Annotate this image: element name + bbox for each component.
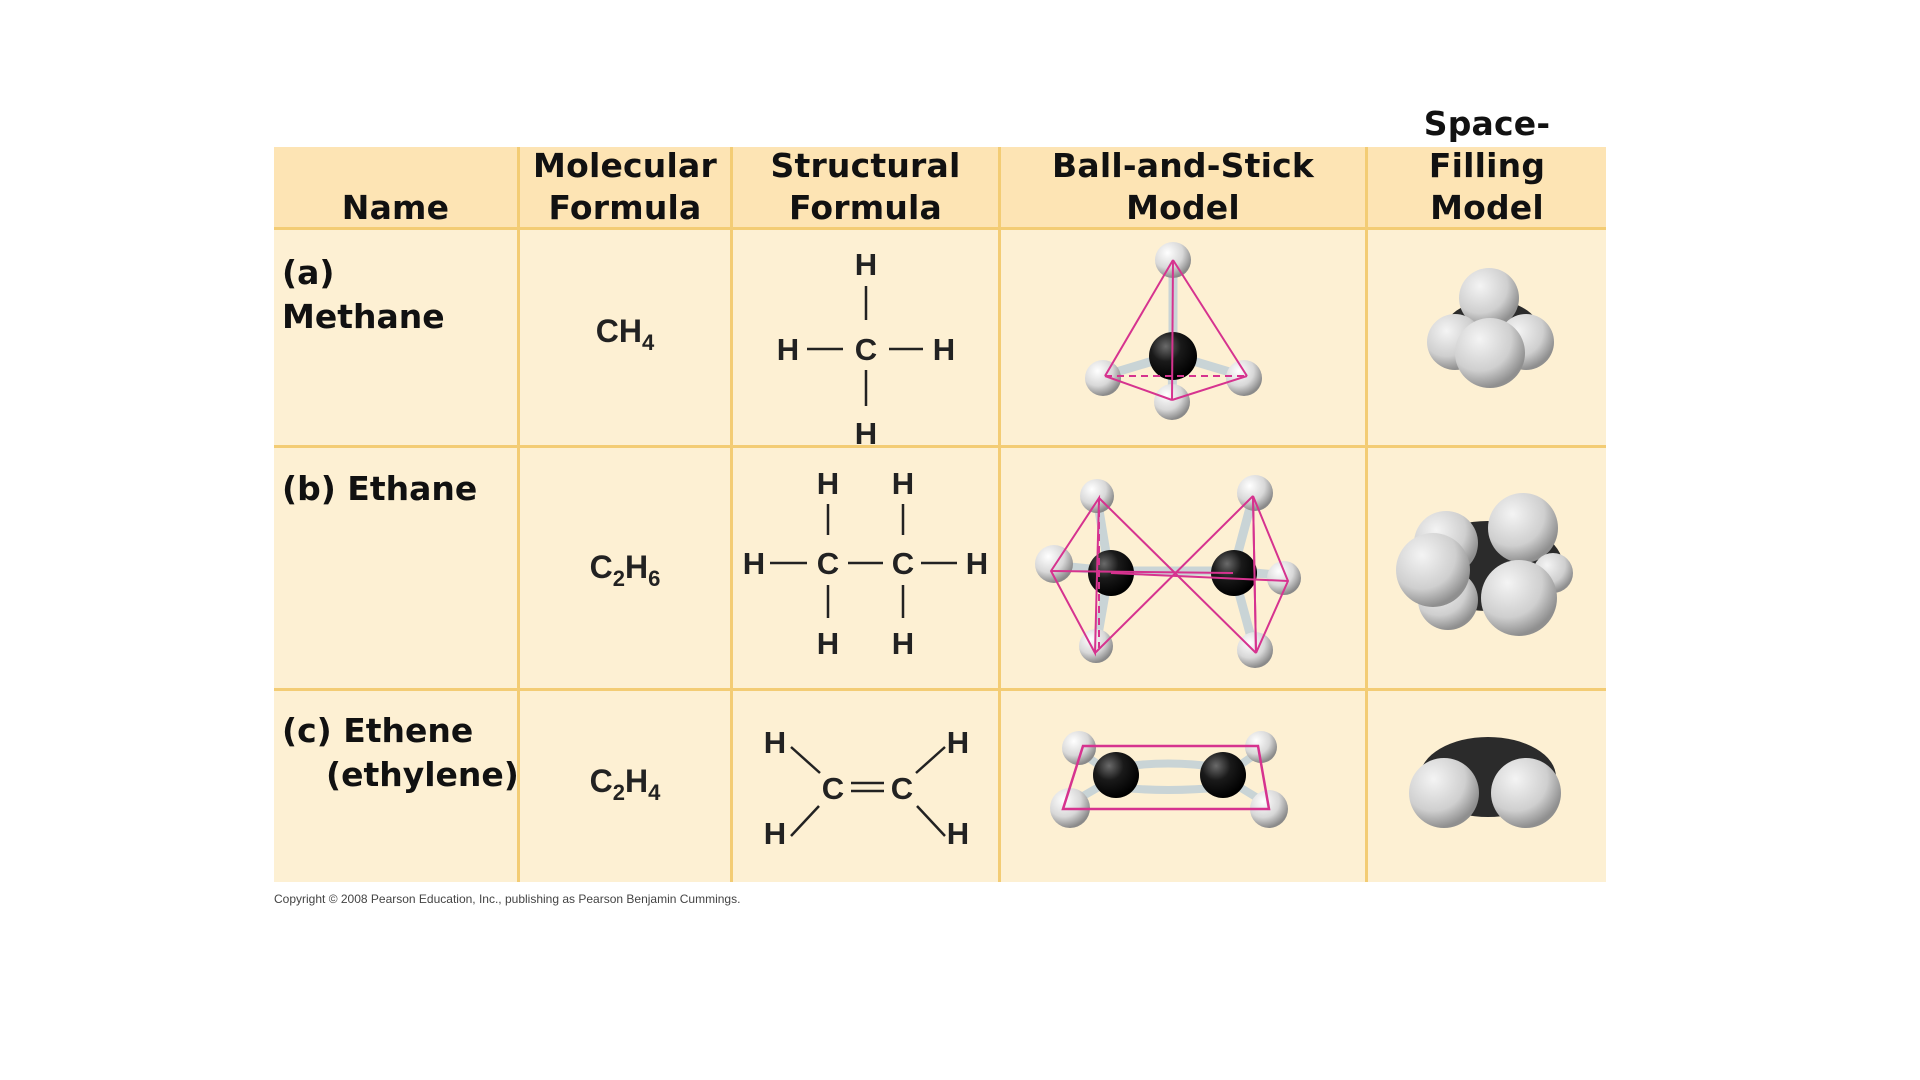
formula-subscript: 6 <box>648 566 661 591</box>
row-name-ethene: (c) Ethene (ethylene) <box>282 709 519 797</box>
formula-text: C <box>589 763 613 799</box>
methane-ball-and-stick-model <box>1085 242 1262 420</box>
row-name-methane: (a) Methane <box>282 251 445 339</box>
header-line: Model <box>1430 188 1544 227</box>
svg-text:H: H <box>892 626 914 661</box>
formula-subscript: 4 <box>641 330 655 355</box>
ethane-space-filling-model <box>1396 493 1573 636</box>
formula-subscript: 2 <box>612 780 625 805</box>
svg-text:H: H <box>817 466 839 501</box>
ethene-space-filling-model <box>1409 737 1561 828</box>
methane-structural-formula: H C H H H <box>777 247 955 445</box>
column-divider <box>998 147 1001 882</box>
name-label: (ethylene) <box>326 755 519 794</box>
row-name-ethane: (b) Ethane <box>282 467 477 511</box>
header-line: Molecular <box>533 146 717 185</box>
name-label: (a) <box>282 253 335 292</box>
header-divider <box>274 227 1606 230</box>
formula-text: C <box>589 549 613 585</box>
svg-text:H: H <box>743 546 765 581</box>
ethane-structural-formula: H H H C C H H H <box>743 466 988 661</box>
svg-text:H: H <box>947 725 969 760</box>
name-label: (b) Ethane <box>282 469 478 508</box>
column-divider <box>730 147 733 882</box>
svg-text:H: H <box>855 416 877 445</box>
column-divider <box>517 147 520 882</box>
header-line: Formula <box>548 188 702 227</box>
svg-text:C: C <box>892 546 914 581</box>
ethene-structural-formula: H H C C H H <box>764 725 969 851</box>
molecular-formula-ethene: C2H4 <box>520 763 730 806</box>
header-name: Name <box>274 147 517 229</box>
name-label: (c) Ethene <box>282 711 474 750</box>
formula-text: CH <box>595 313 642 349</box>
row-divider <box>274 445 1606 448</box>
formula-text: H <box>625 763 649 799</box>
molecular-formula-ethane: C2H6 <box>520 549 730 592</box>
methane-space-filling-model <box>1427 268 1554 388</box>
svg-text:H: H <box>777 332 799 367</box>
header-line: Model <box>1126 188 1240 227</box>
table-header-row <box>274 147 1606 229</box>
ethene-ball-and-stick-model <box>1050 731 1288 828</box>
svg-text:H: H <box>892 466 914 501</box>
formula-text: H <box>625 549 649 585</box>
formula-subscript: 2 <box>612 566 625 591</box>
molecular-formula-methane: CH4 <box>520 313 730 356</box>
svg-text:H: H <box>817 626 839 661</box>
svg-text:C: C <box>855 332 877 367</box>
formula-subscript: 4 <box>648 780 661 805</box>
header-line: Structural <box>770 146 961 185</box>
svg-text:H: H <box>764 816 786 851</box>
svg-text:C: C <box>822 771 844 806</box>
svg-text:H: H <box>947 816 969 851</box>
svg-text:H: H <box>764 725 786 760</box>
name-label: Methane <box>282 297 445 336</box>
column-divider <box>1365 147 1368 882</box>
svg-text:H: H <box>966 546 988 581</box>
header-line: Space-Filling <box>1423 104 1551 185</box>
row-divider <box>274 688 1606 691</box>
svg-text:C: C <box>817 546 839 581</box>
header-line: Ball-and-Stick <box>1052 146 1314 185</box>
svg-text:H: H <box>933 332 955 367</box>
svg-text:H: H <box>855 247 877 282</box>
ethane-ball-and-stick-model <box>1035 475 1301 668</box>
header-line: Name <box>341 188 450 227</box>
svg-text:C: C <box>891 771 913 806</box>
copyright-notice: Copyright © 2008 Pearson Education, Inc.… <box>274 892 741 906</box>
header-line: Formula <box>788 188 942 227</box>
